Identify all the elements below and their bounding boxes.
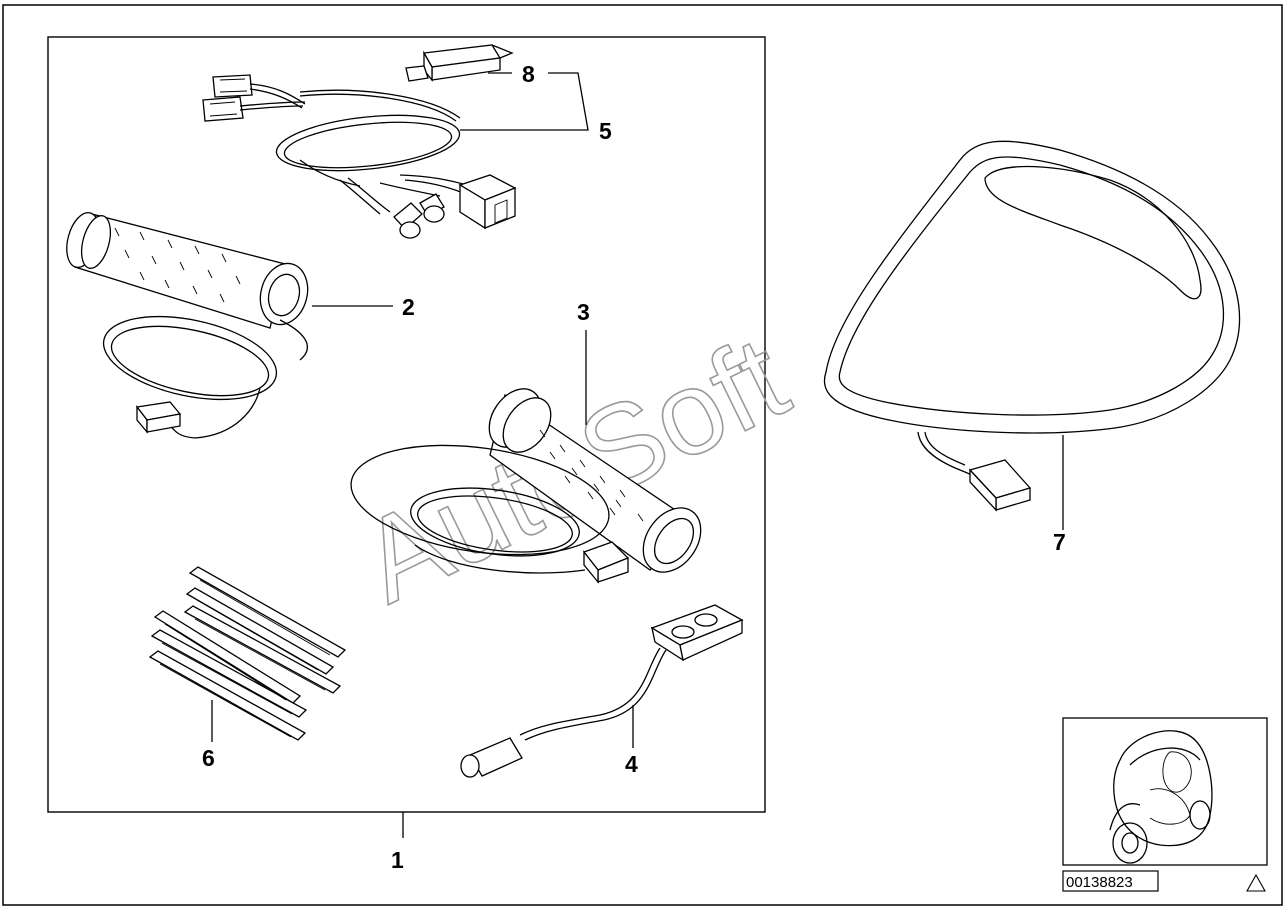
- diagram-id-box: [1062, 870, 1159, 892]
- part-6-cable-ties: [148, 566, 347, 741]
- part-3-heated-grip: [350, 388, 702, 584]
- callout-8: 8: [522, 61, 535, 87]
- callout-2: 2: [402, 294, 415, 320]
- leader-lines: [211, 72, 1064, 838]
- callout-6: 6: [202, 745, 215, 771]
- part-5-wiring-harness: [202, 74, 517, 239]
- triangle-icon: [1246, 873, 1266, 892]
- part-8-connector: [405, 44, 514, 82]
- callout-3: 3: [577, 299, 590, 325]
- callout-4: 4: [625, 751, 638, 777]
- part-2-heated-grip: [66, 212, 309, 439]
- callout-7: 7: [1053, 529, 1066, 555]
- outer-border: [2, 4, 1283, 906]
- part-4-heater-switch: [460, 604, 744, 778]
- kit-box: [47, 36, 766, 813]
- callout-1: 1: [391, 847, 404, 873]
- diagram-id: 00138823: [1066, 874, 1133, 891]
- part-7-heated-seat: [823, 140, 1241, 512]
- vehicle-thumbnail: [1062, 717, 1268, 866]
- callout-5: 5: [599, 118, 612, 144]
